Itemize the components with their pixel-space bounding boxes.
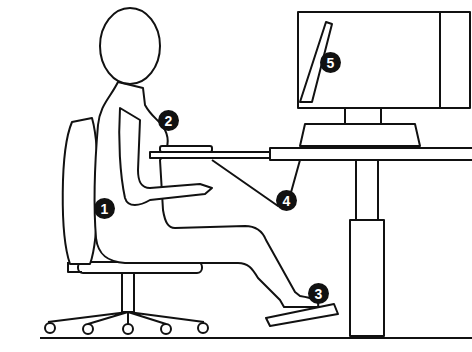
chair-base bbox=[48, 312, 204, 324]
person-head bbox=[100, 8, 160, 84]
footrest bbox=[266, 304, 338, 326]
callout-marker: 4 bbox=[276, 190, 297, 211]
chair-column bbox=[122, 272, 134, 312]
callout-number: 3 bbox=[315, 287, 323, 301]
callout-marker: 1 bbox=[94, 198, 115, 219]
callout-marker: 5 bbox=[320, 52, 341, 73]
chair-casters bbox=[45, 323, 208, 334]
desk-top bbox=[270, 148, 472, 160]
callout-number: 5 bbox=[327, 56, 335, 70]
desk-column-upper bbox=[356, 160, 378, 220]
callout-number: 2 bbox=[165, 114, 173, 128]
callout-marker: 3 bbox=[308, 283, 329, 304]
monitor-base bbox=[300, 124, 420, 146]
callout-marker: 2 bbox=[158, 110, 179, 131]
callout-number: 1 bbox=[101, 202, 109, 216]
keyboard bbox=[160, 146, 212, 152]
person-body bbox=[95, 82, 319, 307]
monitor-edge bbox=[439, 12, 441, 108]
callout-number: 4 bbox=[283, 194, 291, 208]
monitor bbox=[298, 12, 470, 108]
floor-line bbox=[40, 337, 472, 339]
chair-backrest bbox=[63, 118, 98, 264]
desk-column-lower bbox=[350, 220, 384, 336]
